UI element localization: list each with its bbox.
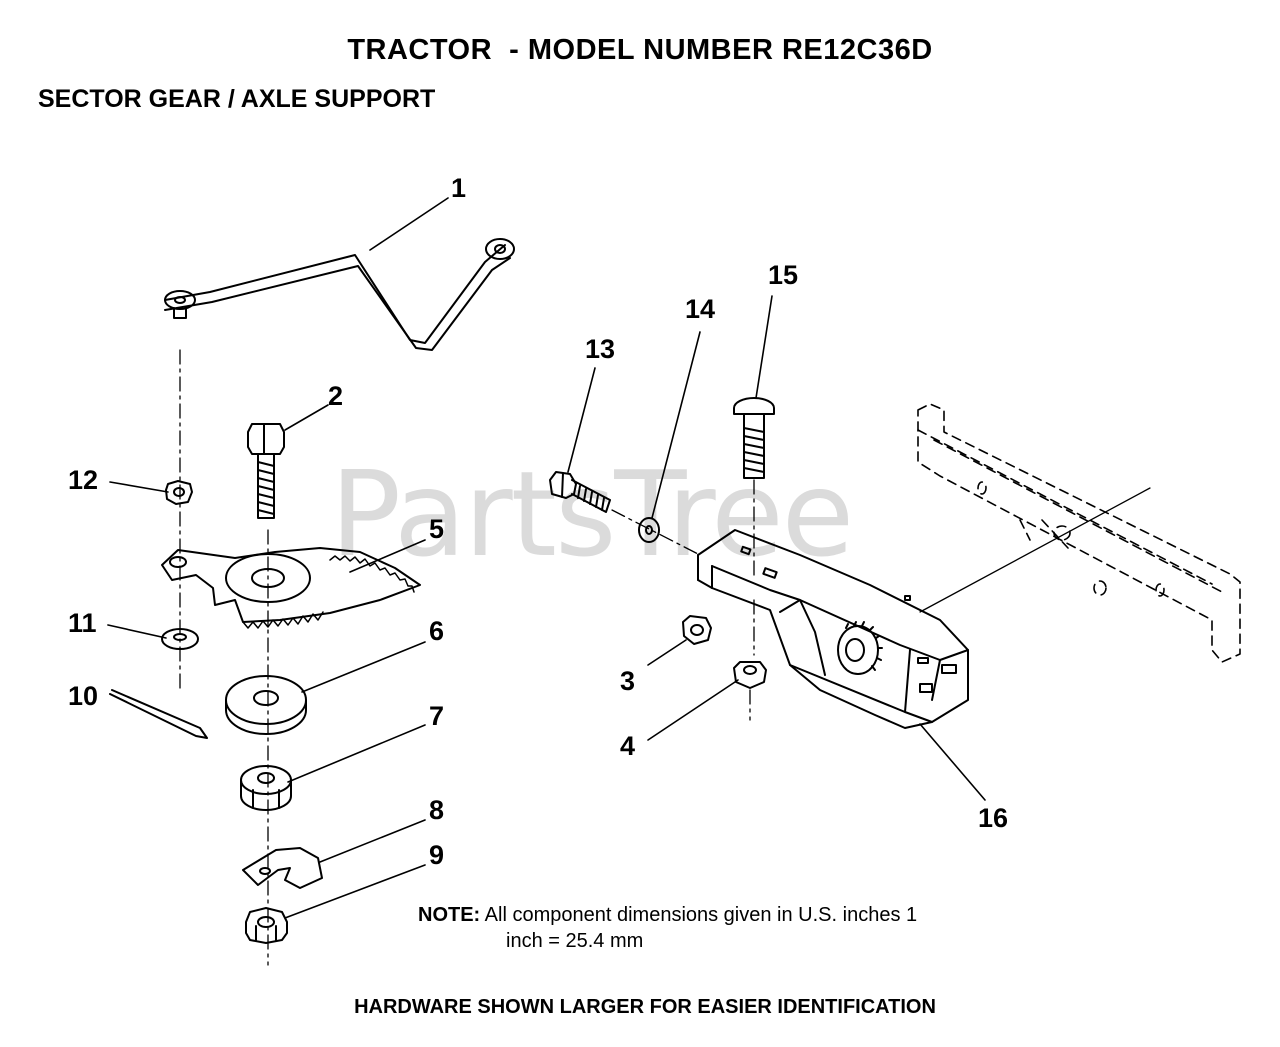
callout-7: 7 [429,701,445,731]
note-line-1: All component dimensions given in U.S. i… [484,904,918,926]
callout-14: 14 [685,294,716,324]
note-line-2: inch = 25.4 mm [506,930,644,952]
part-14-washer [639,518,659,542]
callout-8: 8 [429,795,445,825]
part-8-clip [243,848,322,888]
part-10-cotter-pin [110,690,207,738]
part-5-sector-gear [162,548,420,628]
callout-5: 5 [429,514,445,544]
footer-note: HARDWARE SHOWN LARGER FOR EASIER IDENTIF… [354,996,936,1018]
part-6-spacer [226,676,306,734]
callout-4: 4 [620,731,636,761]
phantom-front-axle [918,404,1240,662]
section-subtitle: SECTOR GEAR / AXLE SUPPORT [38,85,436,113]
part-13-bolt [550,472,700,555]
part-11-washer [162,629,198,649]
part-3-nut [683,616,711,644]
callout-1: 1 [451,173,467,203]
watermark-logo: PartsTree [330,445,854,583]
callout-9: 9 [429,840,445,870]
centerline-left [180,350,268,965]
part-2-bolt [248,424,284,518]
note-label: NOTE: [418,904,481,926]
callout-11: 11 [68,608,97,638]
part-4-nut [734,600,766,720]
dimension-note: NOTE: All component dimensions given in … [418,902,918,952]
part-7-nut [241,766,291,810]
part-15-carriage-bolt [734,398,774,580]
callout-15: 15 [768,260,799,290]
callout-13: 13 [585,334,616,364]
callout-leader-lines [108,198,985,918]
callout-6: 6 [429,616,445,646]
page-title: TRACTOR - MODEL NUMBER RE12C36D [347,34,933,66]
callout-10: 10 [68,681,99,711]
part-16-axle-support [698,488,1150,728]
part-9-nut [246,908,287,943]
part-1-drag-link [165,239,514,350]
callout-3: 3 [620,666,636,696]
callout-16: 16 [978,803,1009,833]
part-12-nut [166,481,192,504]
callout-2: 2 [328,381,344,411]
callout-12: 12 [68,465,99,495]
